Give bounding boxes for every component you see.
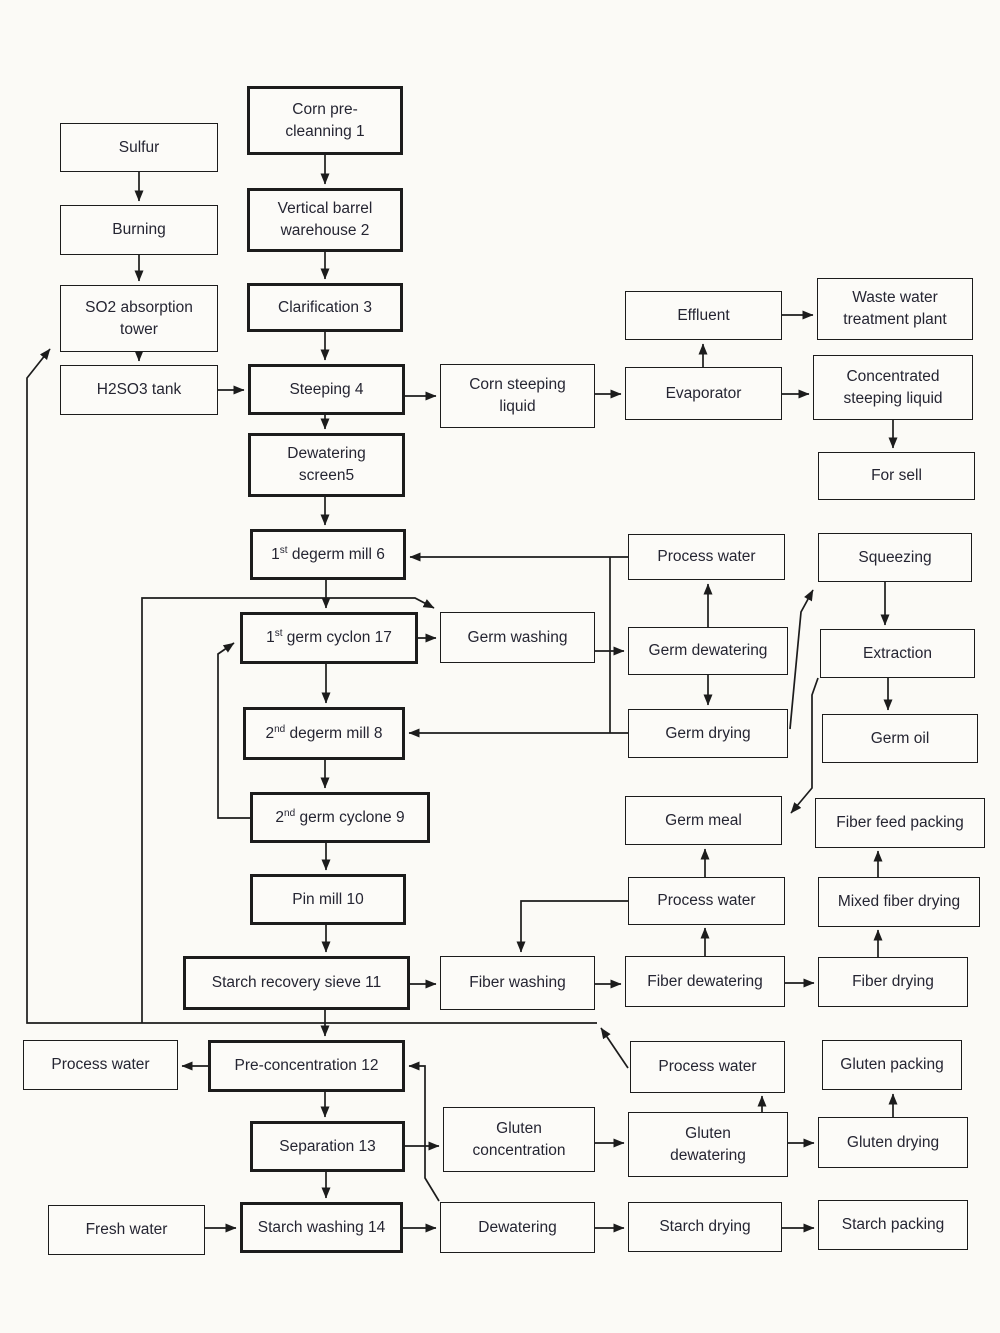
flow-node-starch-drying: Starch drying [628,1202,782,1252]
flow-node-sulfur: Sulfur [60,123,218,172]
flow-node-label: Concentrated steeping liquid [843,367,943,407]
flow-node-2nd-degerm-mill-8: 2nd degerm mill 8 [243,707,405,760]
flow-node-label: Germ drying [665,724,751,742]
flow-node-label: Fresh water [85,1221,168,1238]
flow-node-label: 1st degerm mill 6 [271,544,385,563]
flow-node-label: Starch drying [659,1218,751,1235]
flow-node-label: Burning [112,221,166,238]
flow-node-corn-steeping-liquid: Corn steeping liquid [440,364,595,428]
flow-node-label: Fiber washing [469,974,566,991]
flow-node-gluten-packing: Gluten packing [822,1040,962,1090]
flow-node-label: Fiber dewatering [647,972,763,990]
flow-node-label: Vertical barrel warehouse 2 [277,200,373,239]
flow-node-gluten-concentration: Gluten concentration [443,1107,595,1172]
flow-node-gluten-dewatering: Gluten dewatering [628,1112,788,1177]
flow-node-germ-drying: Germ drying [628,709,788,758]
flow-node-label: Germ washing [467,628,568,646]
flow-node-pre-concentration-12: Pre-concentration 12 [208,1040,405,1092]
flow-node-label: Process water [657,892,756,909]
flow-node-label: Pre-concentration 12 [234,1057,379,1074]
flow-node-evaporator: Evaporator [625,367,782,420]
flow-node-corn-pre-cleaning-1: Corn pre-cleanning 1 [247,86,403,155]
flow-node-clarification-3: Clarification 3 [247,283,403,332]
flow-node-starch-recovery-sieve-11: Starch recovery sieve 11 [183,956,410,1010]
flow-node-process-water-fiber: Process water [628,877,785,925]
flow-node-dewatering: Dewatering [440,1202,595,1253]
flow-node-label: Squeezing [858,548,932,566]
flow-node-label: Sulfur [118,138,160,156]
flow-node-for-sell: For sell [818,452,975,500]
flow-node-gluten-drying: Gluten drying [818,1117,968,1168]
flow-node-germ-meal: Germ meal [625,796,782,845]
flow-node-label: Dewatering [478,1218,557,1236]
flow-node-label: Corn pre-cleanning 1 [285,100,365,140]
flow-node-fiber-dewatering: Fiber dewatering [625,956,785,1007]
flow-node-h2so3-tank: H2SO3 tank [60,365,218,415]
flow-node-label: Process water [658,1058,757,1075]
flow-node-1st-degerm-mill-6: 1st degerm mill 6 [250,529,406,580]
flow-node-process-water-germ: Process water [628,534,785,580]
flow-node-starch-packing: Starch packing [818,1200,968,1250]
flow-node-fresh-water: Fresh water [48,1205,205,1255]
flow-node-label: 2nd germ cyclone 9 [275,807,405,826]
flow-node-squeezing: Squeezing [818,533,972,582]
flow-node-label: 1st germ cyclon 17 [266,627,392,646]
flow-node-label: Gluten concentration [472,1119,566,1159]
flow-node-label: 2nd degerm mill 8 [265,723,383,742]
flow-node-effluent: Effluent [625,291,782,340]
flow-node-germ-washing: Germ washing [440,612,595,663]
flow-node-label: Gluten dewatering [670,1124,746,1164]
flow-node-label: Gluten drying [846,1133,940,1151]
flow-node-germ-dewatering: Germ dewatering [628,627,788,675]
flow-node-label: Starch packing [841,1216,945,1233]
flow-node-process-water-left: Process water [23,1040,178,1090]
flow-node-burning: Burning [60,205,218,255]
flow-node-germ-oil: Germ oil [822,714,978,763]
flow-node-2nd-germ-cyclone-9: 2nd germ cyclone 9 [250,792,430,843]
flow-node-label: For sell [871,467,922,484]
flow-node-label: Fiber feed packing [836,814,964,831]
flow-node-fiber-washing: Fiber washing [440,956,595,1010]
flow-node-label: Evaporator [665,384,742,402]
flow-node-starch-washing-14: Starch washing 14 [240,1202,403,1253]
flow-node-label: Germ oil [870,729,930,747]
flow-node-label: Dewatering screen5 [287,445,366,484]
flow-node-label: Mixed fiber drying [837,893,961,910]
flow-node-label: Germ dewatering [648,642,768,659]
flow-node-label: Process water [657,548,756,565]
flow-node-waste-water-treatment-plant: Waste water treatment plant [817,278,973,340]
flow-node-concentrated-steeping-liquid: Concentrated steeping liquid [813,355,973,420]
flow-node-label: Clarification 3 [278,298,372,316]
flow-node-label: Fiber drying [852,973,934,990]
flow-node-process-water-gluten: Process water [630,1041,785,1093]
flow-node-extraction: Extraction [820,629,975,678]
flow-node-pin-mill-10: Pin mill 10 [250,874,406,925]
flow-node-separation-13: Separation 13 [250,1121,405,1172]
flow-node-label: Corn steeping liquid [469,376,566,415]
flow-node-label: Extraction [863,644,932,662]
flow-node-label: Steeping 4 [289,380,364,398]
flow-node-label: SO2 absorption tower [85,298,193,338]
flow-node-label: Waste water treatment plant [843,289,947,328]
flow-node-1st-germ-cyclone-7: 1st germ cyclon 17 [240,612,418,664]
flow-node-fiber-drying: Fiber drying [818,957,968,1007]
flow-node-so2-absorption-tower: SO2 absorption tower [60,285,218,352]
flow-node-label: Starch washing 14 [257,1218,386,1236]
flow-node-label: Process water [51,1056,150,1073]
flow-node-fiber-feed-packing: Fiber feed packing [815,798,985,848]
flow-node-label: Germ meal [665,811,742,829]
flow-node-label: Effluent [677,306,730,324]
flow-node-dewatering-screen-5: Dewatering screen5 [248,433,405,497]
flow-node-label: Separation 13 [279,1137,376,1155]
flow-node-label: Starch recovery sieve 11 [211,974,382,991]
flow-node-steeping-4: Steeping 4 [248,364,405,415]
flow-node-label: Gluten packing [840,1056,944,1073]
flow-node-mixed-fiber-drying: Mixed fiber drying [818,877,980,927]
flow-node-vertical-barrel-warehouse-2: Vertical barrel warehouse 2 [247,188,403,252]
flow-node-label: H2SO3 tank [96,381,182,398]
flow-node-label: Pin mill 10 [292,890,364,908]
